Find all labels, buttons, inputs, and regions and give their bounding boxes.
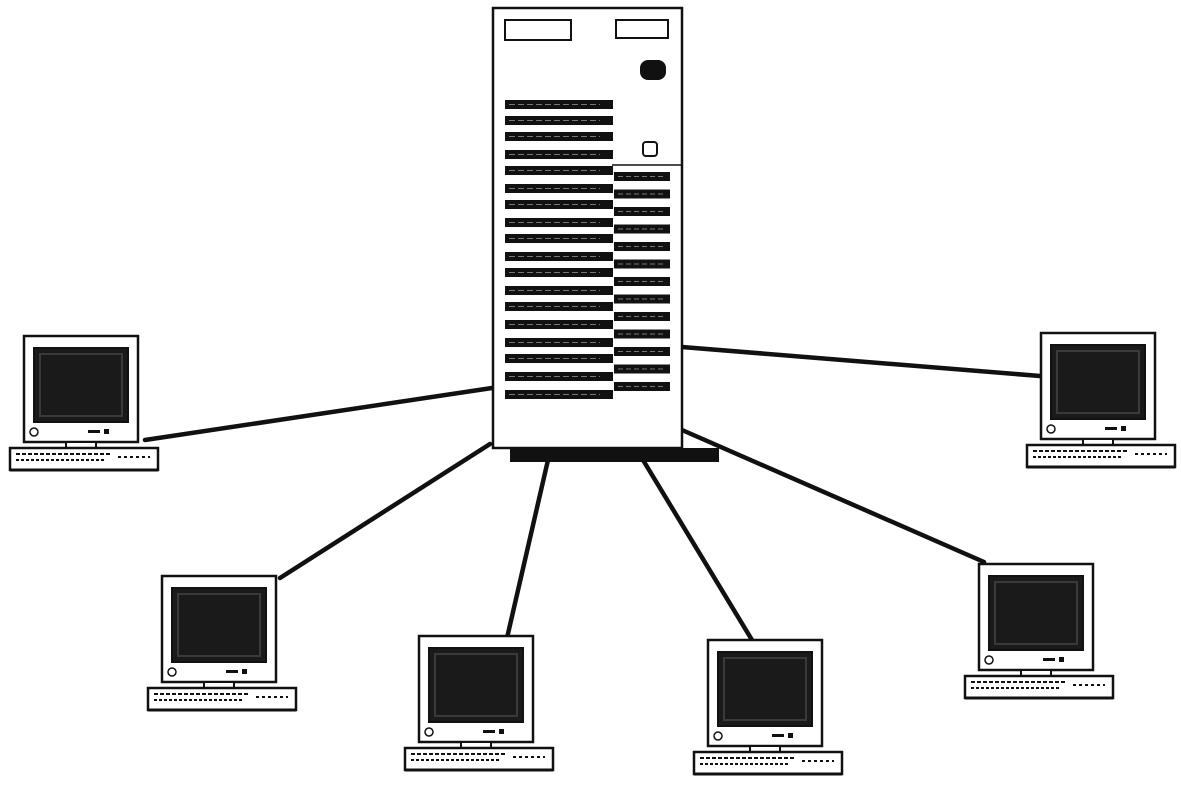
server-tower-icon	[491, 6, 719, 462]
desktop-computer-icon	[963, 562, 1115, 700]
desktop-computer-icon	[146, 574, 298, 712]
desktop-computer-icon	[692, 638, 844, 776]
server-slots	[505, 100, 670, 399]
link-workstation-bottom-2	[504, 457, 551, 641]
link-workstation-right	[679, 344, 1043, 379]
link-workstation-bottom-4	[679, 427, 987, 565]
desktop-computer-icon	[1025, 331, 1177, 469]
link-workstation-bottom-3	[640, 457, 755, 643]
connection-lines	[142, 344, 1043, 643]
workstations	[8, 331, 1177, 776]
desktop-computer-icon	[8, 334, 160, 472]
link-workstation-left	[142, 385, 495, 443]
link-workstation-bottom-1	[277, 441, 493, 581]
desktop-computer-icon	[403, 634, 555, 772]
